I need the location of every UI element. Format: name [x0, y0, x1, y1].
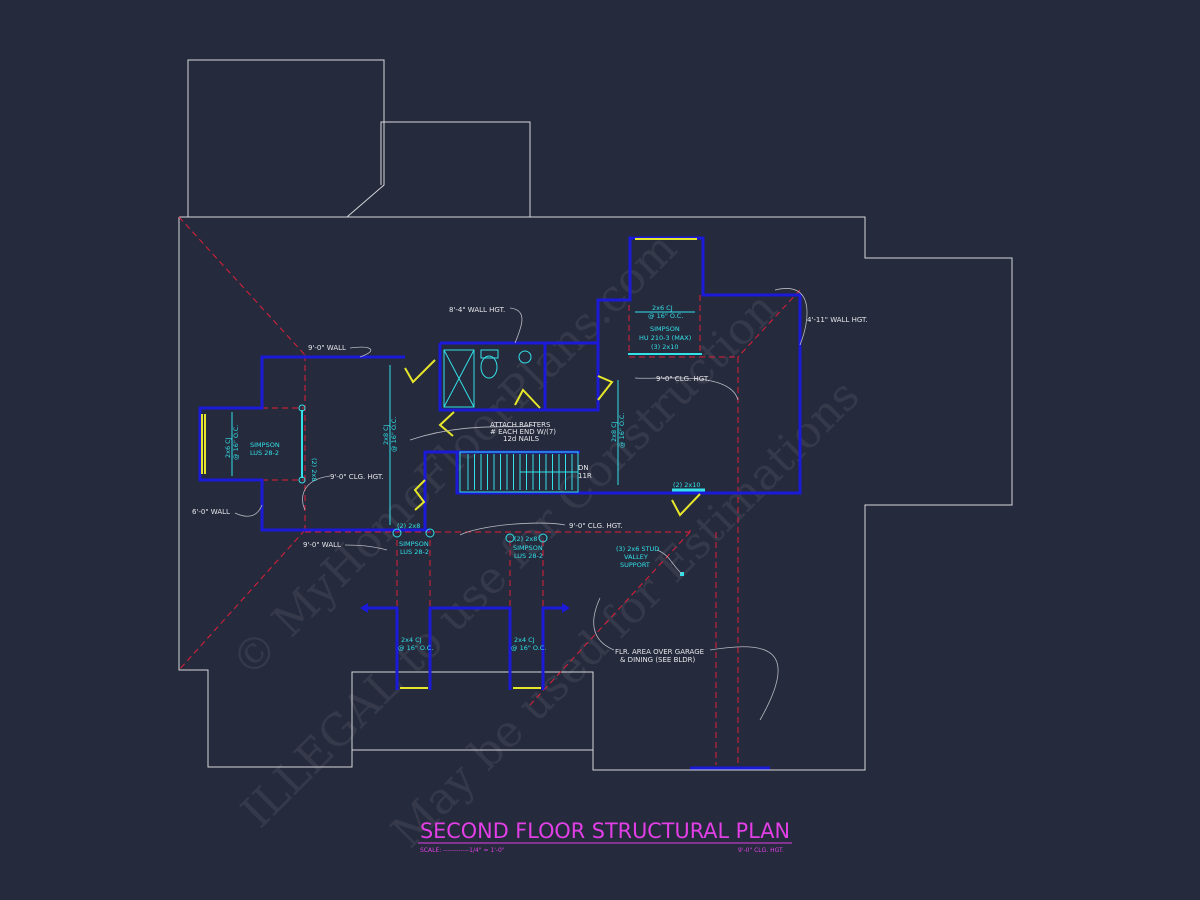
label-attach-1: ATTACH RAFTERS: [490, 421, 551, 429]
stud-3: SUPPORT: [620, 561, 650, 569]
label-flr-2: & DINING (SEE BLDR): [620, 656, 696, 664]
roof-outline: [178, 59, 1013, 771]
simpson-top-b: HU 210-3 (MAX): [639, 334, 691, 342]
beam-b2: (2) 2x8: [514, 535, 537, 543]
cj-top-b: @ 16" O.C.: [648, 312, 683, 320]
cj-2x8-a: 2x8 CJ: [382, 424, 390, 445]
label-clg-left: 9'-0" CLG. HGT.: [330, 473, 384, 481]
cj-left-b: @ 16" O.C.: [232, 425, 240, 460]
arrow-left-icon: [360, 603, 368, 613]
label-wall-8-4: 8'-4" WALL HGT.: [449, 306, 505, 314]
bath-fixtures: [443, 349, 532, 408]
label-flr-1: FLR. AREA OVER GARAGE: [615, 648, 704, 656]
beam-left: (2) 2x8: [310, 458, 318, 481]
drawing-title: SECOND FLOOR STRUCTURAL PLAN: [420, 819, 790, 843]
label-wall-4-11: 4'-11" WALL HGT.: [807, 316, 868, 324]
label-clg-center: 9'-0" CLG. HGT.: [569, 522, 623, 530]
simpson-left-a: SIMPSON: [250, 441, 280, 449]
leader-lines: [234, 288, 808, 721]
cj-2x4-1a: 2x4 CJ: [401, 636, 422, 644]
stair-treads: [467, 454, 573, 490]
label-wall-9-bottom: 9'-0" WALL: [303, 541, 341, 549]
cj-2x4-2a: 2x4 CJ: [514, 636, 535, 644]
cj-2x8-right-a: 2x8 CJ: [610, 421, 618, 442]
ridge-lines: [178, 216, 801, 765]
cj-left-a: 2x6 CJ: [224, 437, 232, 458]
dimension-lines: [231, 311, 705, 525]
label-wall-9-top: 9'-0" WALL: [308, 344, 346, 352]
arrow-right-icon: [562, 603, 570, 613]
cj-2x4-2b: @ 16" O.C.: [511, 644, 546, 652]
title-clg: 9'-0" CLG. HGT.: [738, 847, 784, 854]
label-attach-3: 12d NAILS: [503, 435, 540, 443]
label-dn: DN: [578, 464, 589, 472]
beam-b1: (2) 2x8: [397, 522, 420, 530]
cj-top-a: 2x6 CJ: [652, 304, 673, 312]
simpson-top-a: SIMPSON: [650, 325, 680, 333]
simpson-b1-a: SIMPSON: [399, 540, 429, 548]
cj-2x8-b: @ 16" O.C.: [390, 417, 398, 452]
simpson-left-b: LUS 28-2: [250, 449, 279, 457]
header-2x10: (2) 2x10: [673, 481, 701, 489]
label-wall-6: 6'-0" WALL: [192, 508, 230, 516]
simpson-top-c: (3) 2x10: [651, 343, 679, 351]
stud-2: VALLEY: [624, 553, 648, 561]
simpson-b2-a: SIMPSON: [513, 544, 543, 552]
label-tr: 11R: [578, 472, 592, 480]
stud-1: (3) 2x6 STUD: [616, 545, 659, 553]
drawing-scale: SCALE: ------------1/4" = 1'-0": [420, 847, 505, 854]
label-attach-2: # EACH END W/(7): [490, 428, 556, 436]
label-clg-right: 9'-0" CLG. HGT.: [656, 375, 710, 383]
simpson-b1-b: LUS 28-2: [400, 548, 429, 556]
stairs: [459, 451, 579, 493]
doors: [201, 238, 742, 769]
simpson-b2-b: LUS 28-2: [514, 552, 543, 560]
cj-2x8-right-b: @ 16" O.C.: [618, 413, 626, 448]
cj-2x4-1b: @ 16" O.C.: [398, 644, 433, 652]
beam-hangers: [298, 404, 548, 543]
